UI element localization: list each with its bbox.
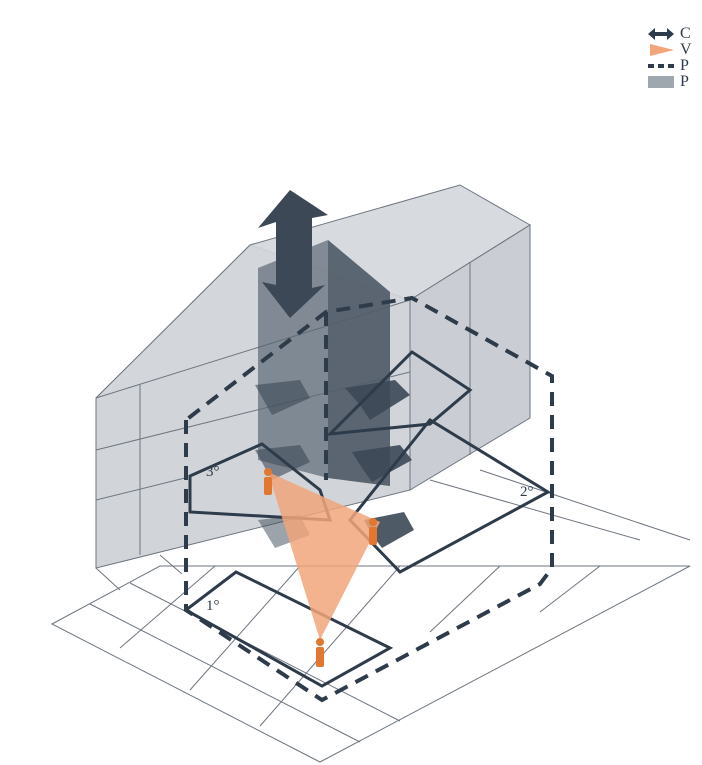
figure-top (264, 468, 272, 495)
legend-item-circulation: C (646, 26, 702, 42)
legend-label-4: P (680, 73, 689, 90)
view-cone-icon (650, 44, 674, 56)
legend-label-1: C (680, 25, 691, 42)
legend-item-view: V (646, 42, 702, 58)
double-arrow-icon (648, 28, 674, 40)
legend-label-3: P (680, 57, 689, 74)
legend: C V P P (646, 26, 702, 90)
floor-plate-upper (325, 350, 473, 436)
human-figures (264, 468, 377, 667)
ground-grid (50, 469, 691, 763)
dashed-perimeter (184, 295, 554, 703)
floor-label-2: 2° (520, 484, 534, 500)
double-arrow-marker (258, 190, 328, 318)
floor-plate-2 (348, 418, 552, 574)
view-cone (268, 472, 380, 640)
figure-bottom (316, 638, 324, 667)
dashed-line-icon (648, 64, 676, 68)
figure-right (369, 518, 377, 545)
floor-label-3: 3° (206, 464, 220, 480)
legend-item-perimeter: P (646, 58, 702, 74)
legend-label-2: V (680, 41, 692, 58)
legend-item-volume: P (646, 74, 702, 90)
floor-plate-1 (183, 570, 394, 688)
floor-label-1: 1° (206, 598, 220, 614)
gray-swatch-icon (648, 76, 674, 88)
